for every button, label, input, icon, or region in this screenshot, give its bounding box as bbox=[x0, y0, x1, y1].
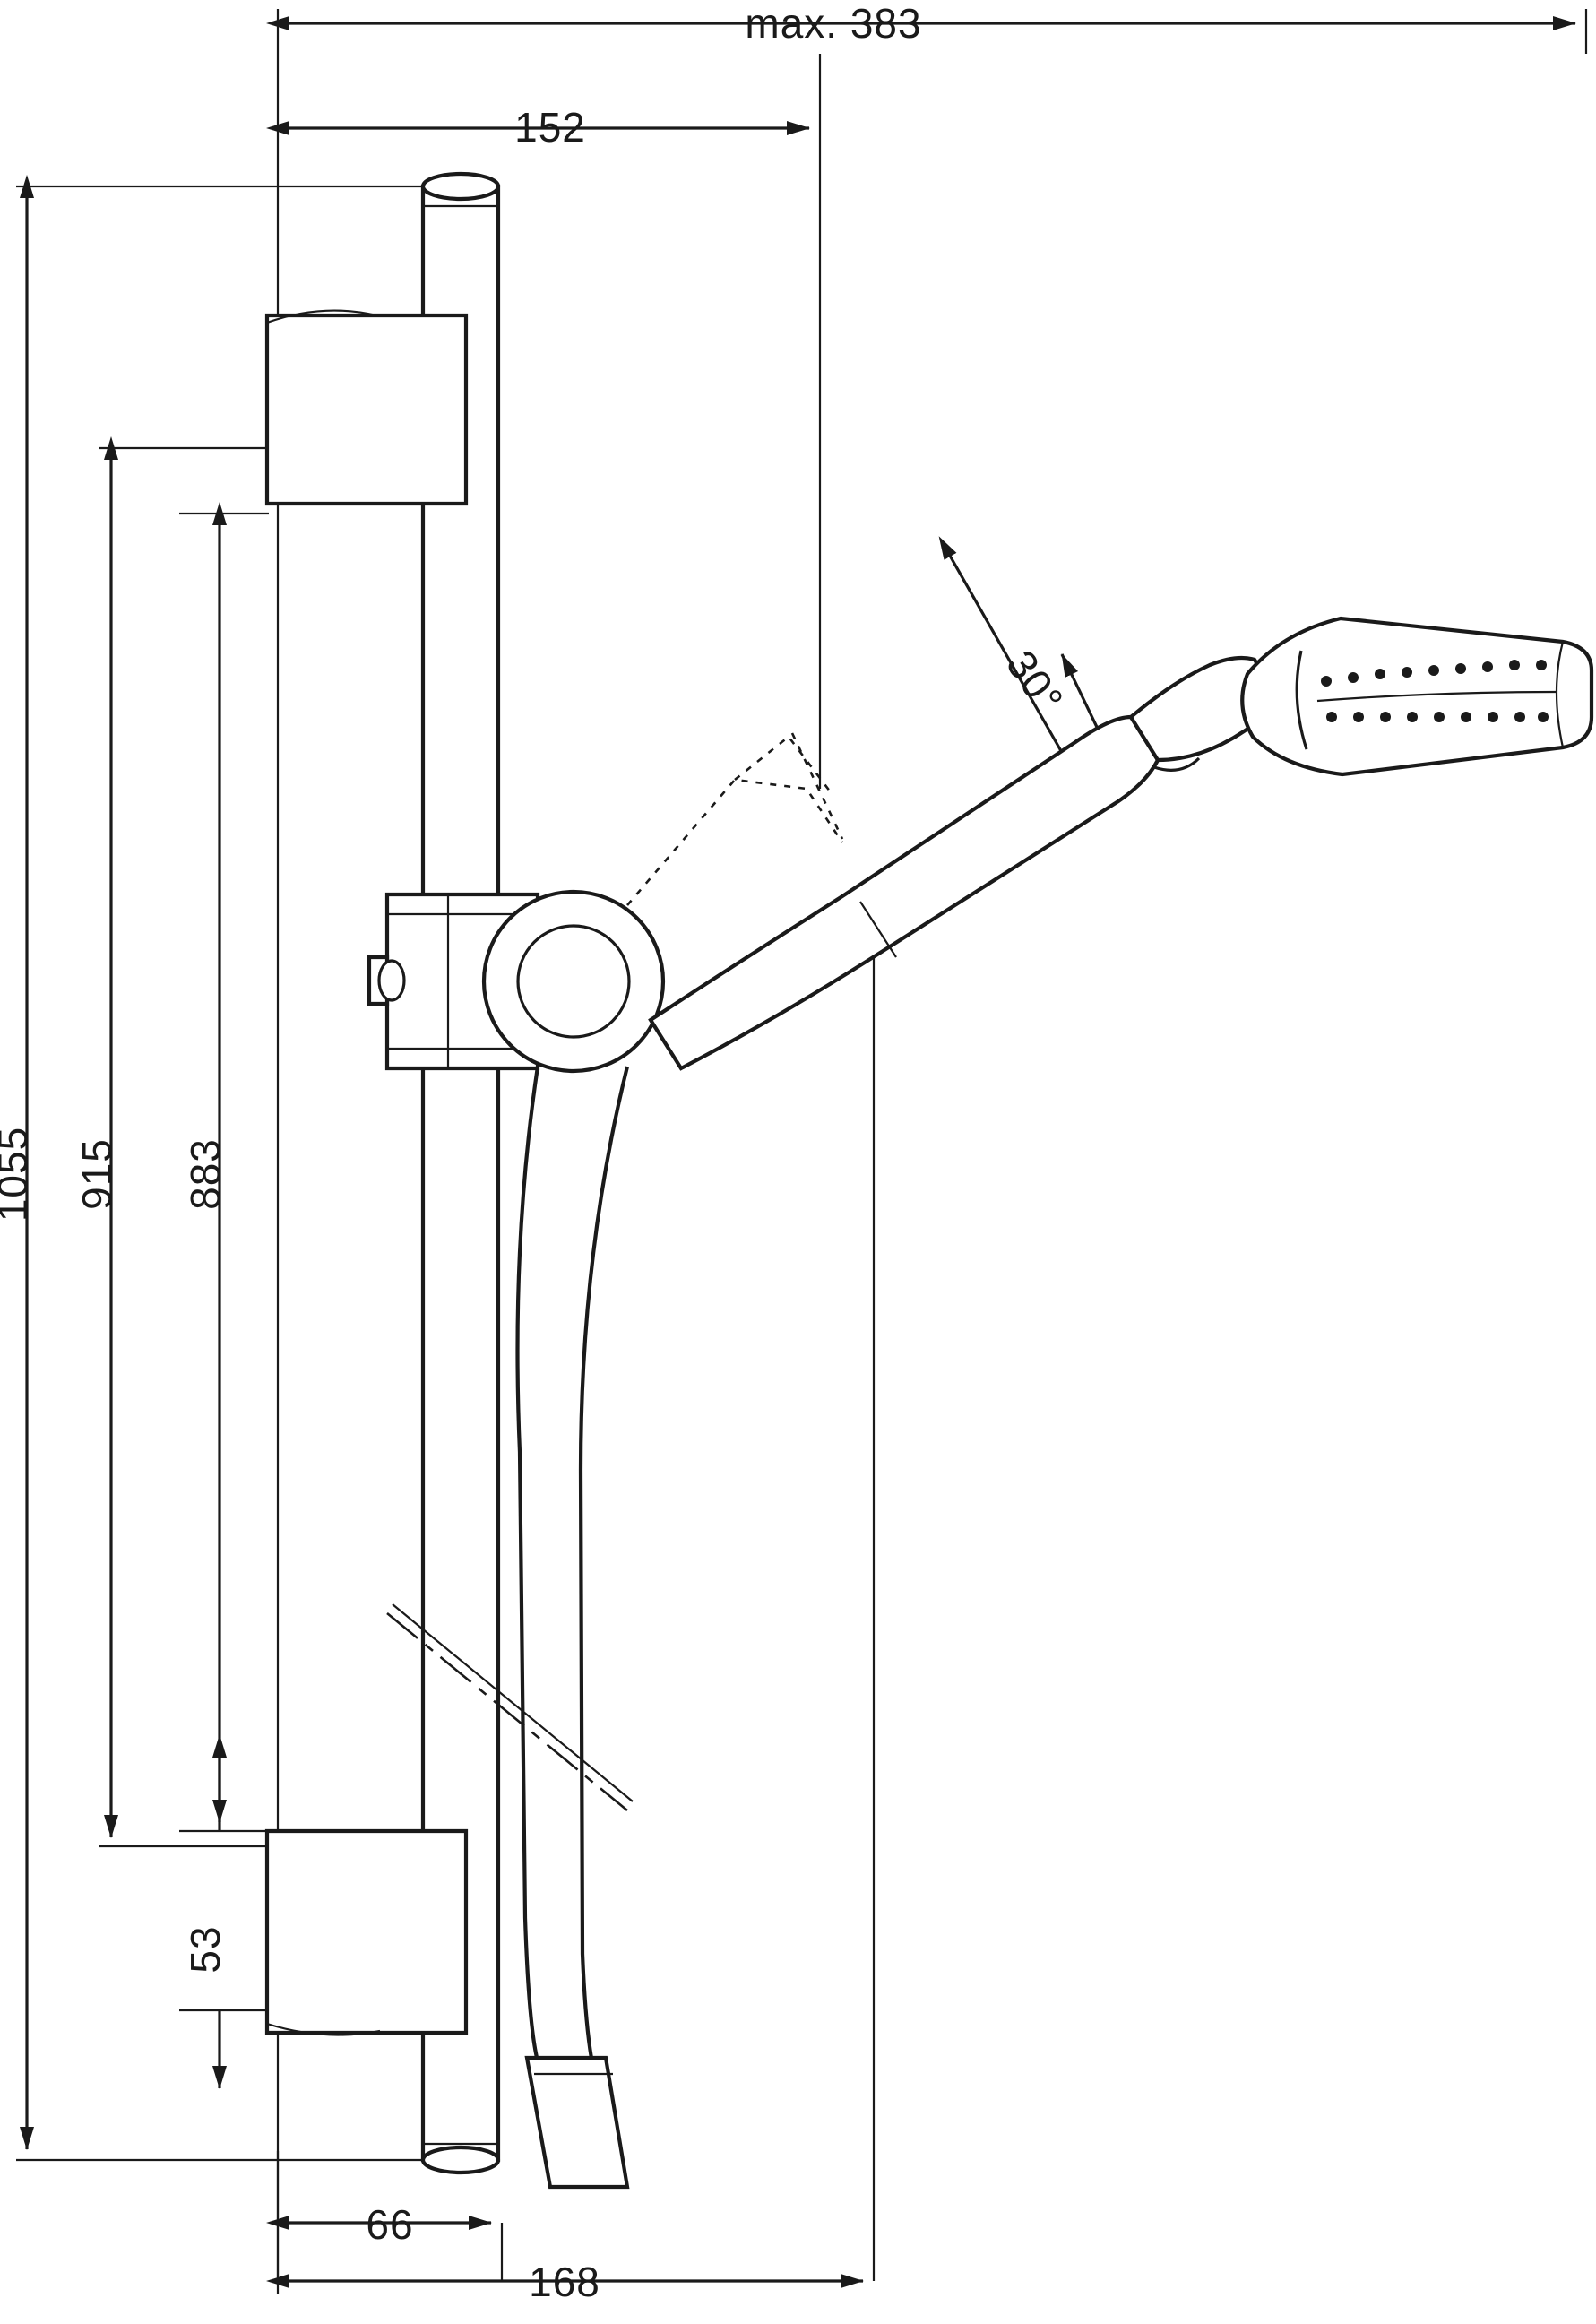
handshower-handle bbox=[648, 714, 1160, 1071]
spray-head-right-edge bbox=[1555, 641, 1565, 748]
witness-lines bbox=[16, 9, 1588, 2294]
spray-head-outer bbox=[1240, 616, 1594, 777]
label-168: 168 bbox=[529, 2259, 600, 2305]
spray-row-divider bbox=[1316, 690, 1557, 703]
label-915: 915 bbox=[73, 1138, 120, 1210]
label-max-383: max. 383 bbox=[745, 0, 921, 47]
neck-detail-curve bbox=[1153, 756, 1201, 772]
break-line-edge-1 bbox=[392, 1603, 634, 1802]
swivel-joint-inner bbox=[516, 924, 631, 1039]
spray-face-edge bbox=[1295, 650, 1308, 750]
label-66: 66 bbox=[366, 2201, 413, 2248]
alternate-position-dotted bbox=[626, 732, 844, 906]
lower-wall-bracket bbox=[264, 1828, 469, 2035]
handle-segment-line bbox=[859, 901, 897, 958]
dimension-lines bbox=[20, 16, 1576, 2288]
product-outline bbox=[264, 171, 1594, 2190]
spray-nozzles bbox=[1321, 660, 1549, 722]
lower-bracket-curve bbox=[266, 2022, 381, 2036]
bar-top-cap bbox=[420, 171, 501, 202]
upper-bracket-curve bbox=[266, 309, 377, 324]
label-1055: 1055 bbox=[0, 1127, 36, 1222]
bar-bottom-cap bbox=[420, 2145, 501, 2175]
label-883: 883 bbox=[182, 1138, 229, 1210]
label-53: 53 bbox=[182, 1925, 229, 1973]
hose-right-edge bbox=[578, 1066, 630, 2080]
hose-left-edge bbox=[515, 1066, 540, 2062]
label-152: 152 bbox=[514, 104, 586, 151]
label-30-deg: 30° bbox=[997, 642, 1073, 721]
upper-wall-bracket bbox=[264, 313, 469, 506]
dimension-labels: max. 383 152 1055 915 883 53 66 168 30° bbox=[0, 0, 1073, 2305]
hose-break-line bbox=[386, 1611, 628, 1812]
hose-connector-cone bbox=[524, 2055, 630, 2190]
slider-holder-knob bbox=[377, 959, 406, 1002]
